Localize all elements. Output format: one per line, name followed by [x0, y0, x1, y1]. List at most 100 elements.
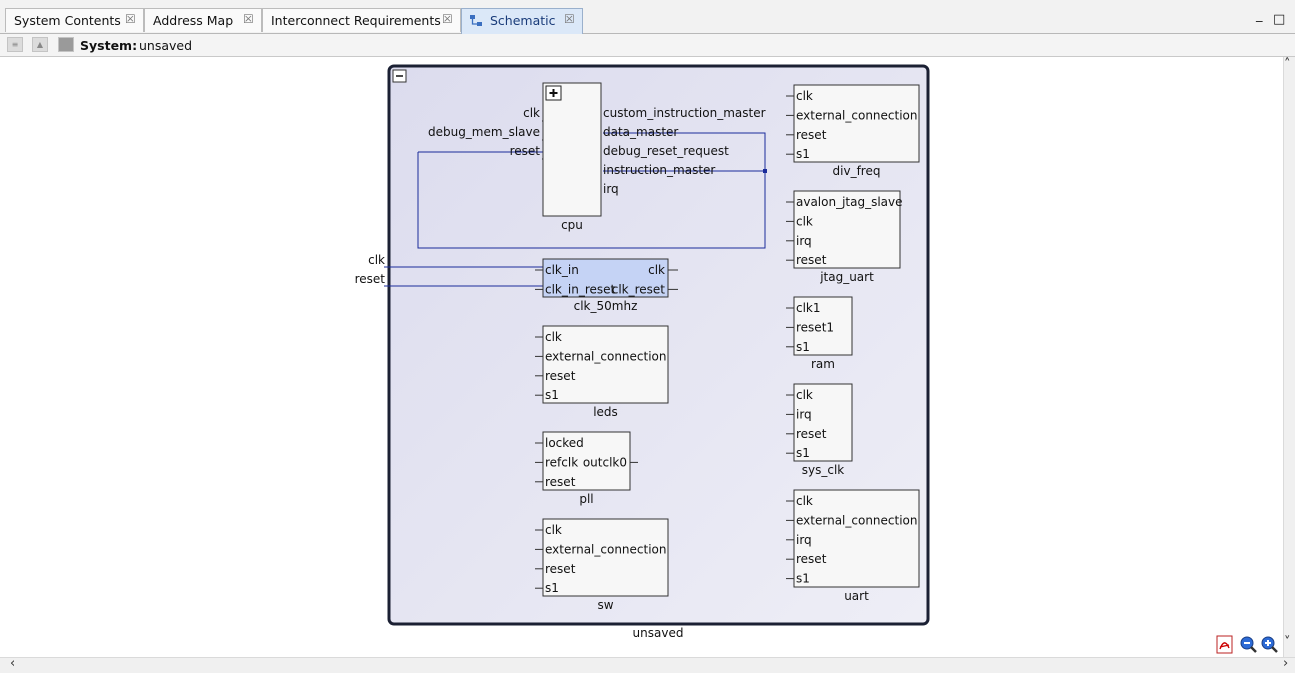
- tab-schematic[interactable]: Schematic ☒: [461, 8, 583, 34]
- component-name: ram: [811, 357, 835, 371]
- port-label: clk: [648, 263, 665, 277]
- component-box[interactable]: [542, 82, 602, 217]
- component-box[interactable]: [793, 383, 853, 462]
- maximize-icon[interactable]: □: [1273, 12, 1286, 27]
- port-label: clk: [796, 494, 813, 508]
- component-box[interactable]: [542, 258, 669, 298]
- component-cpu[interactable]: clkdebug_mem_slaveresetcustom_instructio…: [428, 82, 766, 232]
- minimize-icon[interactable]: _: [1256, 8, 1263, 23]
- port-label: outclk0: [583, 455, 627, 469]
- system-caption: unsaved: [633, 626, 684, 640]
- port-label: reset: [796, 128, 827, 142]
- component-box[interactable]: [542, 431, 631, 491]
- port-label: reset: [545, 562, 576, 576]
- component-box[interactable]: [793, 489, 920, 588]
- port-label: s1: [796, 340, 810, 354]
- component-box[interactable]: [793, 296, 853, 356]
- port-label: reset1: [796, 320, 834, 334]
- horizontal-scrollbar[interactable]: ‹ ›: [0, 656, 1295, 673]
- plus-icon: [549, 89, 558, 97]
- zoom-out-icon[interactable]: [1239, 635, 1258, 654]
- port-label: reset: [545, 369, 576, 383]
- component-box[interactable]: [793, 84, 920, 163]
- port-label: clk: [545, 523, 562, 537]
- collapse-all-icon[interactable]: ≡: [7, 37, 23, 52]
- schematic-icon: [470, 15, 482, 26]
- tab-label: Interconnect Requirements: [271, 13, 441, 28]
- tab-label: Address Map: [153, 13, 234, 28]
- tab-bar: System Contents ☒ Address Map ☒ Intercon…: [0, 0, 1295, 34]
- port-label: external_connection: [545, 349, 667, 363]
- port-label: avalon_jtag_slave: [796, 195, 903, 209]
- port-label: external_connection: [545, 542, 667, 556]
- external-port-clk: clk: [368, 253, 385, 267]
- scroll-up-icon[interactable]: ˄: [1284, 57, 1291, 72]
- port-label: external_connection: [796, 108, 918, 122]
- close-icon[interactable]: ☒: [243, 12, 254, 26]
- component-name: jtag_uart: [819, 270, 874, 284]
- component-name: sys_clk: [802, 463, 845, 477]
- up-arrow-icon[interactable]: ▲: [32, 37, 48, 52]
- component-name: div_freq: [833, 164, 881, 178]
- component-name: clk_50mhz: [574, 299, 638, 313]
- external-port-reset: reset: [355, 272, 386, 286]
- port-label: reset: [796, 427, 827, 441]
- port-label: clk_in: [545, 263, 579, 277]
- component-box[interactable]: [793, 190, 901, 269]
- port-label: refclk: [545, 455, 578, 469]
- close-icon[interactable]: ☒: [442, 12, 453, 26]
- port-label: irq: [796, 234, 812, 248]
- scroll-left-icon[interactable]: ‹: [10, 656, 16, 671]
- port-label: clk_in_reset: [545, 282, 616, 296]
- component-name: cpu: [561, 218, 583, 232]
- port-label: reset: [545, 475, 576, 489]
- port-label: irq: [603, 182, 619, 196]
- tab-system-contents[interactable]: System Contents ☒: [5, 8, 144, 32]
- port-label: external_connection: [796, 513, 918, 527]
- zoom-in-icon[interactable]: [1260, 635, 1279, 654]
- tab-address-map[interactable]: Address Map ☒: [144, 8, 262, 32]
- component-clk-50mhz[interactable]: clk_in clk_in_reset clk clk_reset clk_50mhz: [535, 258, 678, 313]
- component-box[interactable]: [542, 518, 669, 597]
- close-icon[interactable]: ☒: [125, 12, 136, 26]
- port-label: clk: [523, 106, 540, 120]
- vertical-scrollbar[interactable]: ˄ ˅: [1283, 57, 1295, 657]
- port-label: locked: [545, 436, 584, 450]
- port-label: debug_mem_slave: [428, 125, 540, 139]
- port-label: clk: [796, 214, 813, 228]
- component-box[interactable]: [542, 325, 669, 404]
- port-label: custom_instruction_master: [603, 106, 766, 120]
- close-icon[interactable]: ☒: [564, 12, 575, 26]
- scroll-down-icon[interactable]: ˅: [1284, 635, 1291, 650]
- port-label: debug_reset_request: [603, 144, 729, 158]
- port-label: irq: [796, 533, 812, 547]
- port-label: s1: [545, 388, 559, 402]
- port-label: clk: [545, 330, 562, 344]
- component-name: uart: [844, 589, 869, 603]
- port-label: data_master: [603, 125, 678, 139]
- port-label: clk_reset: [612, 282, 666, 296]
- tab-label: System Contents: [14, 13, 121, 28]
- gear-icon[interactable]: [58, 37, 74, 52]
- scroll-right-icon[interactable]: ›: [1283, 656, 1289, 671]
- port-label: clk1: [796, 301, 821, 315]
- pdf-export-icon[interactable]: [1215, 635, 1234, 654]
- tab-interconnect-requirements[interactable]: Interconnect Requirements ☒: [262, 8, 461, 32]
- port-label: s1: [796, 446, 810, 460]
- port-label: reset: [796, 253, 827, 267]
- component-name: leds: [593, 405, 618, 419]
- port-label: s1: [545, 581, 559, 595]
- port-label: instruction_master: [603, 163, 715, 177]
- tab-label: Schematic: [490, 13, 556, 28]
- connection-junction: [763, 169, 767, 173]
- component-name: sw: [597, 598, 613, 612]
